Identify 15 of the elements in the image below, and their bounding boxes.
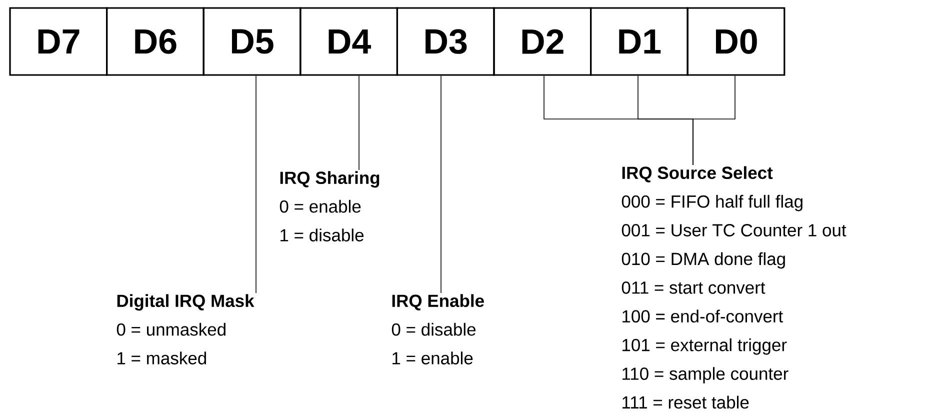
- register-bit-cell: D0: [686, 7, 786, 76]
- field-description: IRQ Source Select 000 = FIFO half full flag 001 = User TC Counter 1 out 010 = DMA done flag 011 = start convert 100 = end-of-convert 101 = external trigger 110 = sample counter 111 = reset table: [622, 166, 846, 409]
- register-bit-cell: D3: [396, 7, 495, 76]
- register-bit-cell: D7: [9, 7, 108, 76]
- register-bit-cell: D5: [202, 7, 302, 76]
- register-bit-cell: D2: [493, 7, 592, 76]
- field-description: IRQ Enable 0 = disable 1 = enable: [392, 294, 484, 364]
- field-description: IRQ Sharing 0 = enable 1 = disable: [280, 171, 380, 242]
- connector-line: [358, 75, 360, 170]
- register-bit-cell: D6: [106, 7, 204, 76]
- register-bit-cell: D1: [590, 7, 688, 76]
- connector-line: [440, 75, 442, 294]
- field-description: Digital IRQ Mask 0 = unmasked 1 = masked: [116, 294, 254, 364]
- bracket-line: [692, 75, 736, 166]
- register-bit-cell: D4: [300, 7, 398, 76]
